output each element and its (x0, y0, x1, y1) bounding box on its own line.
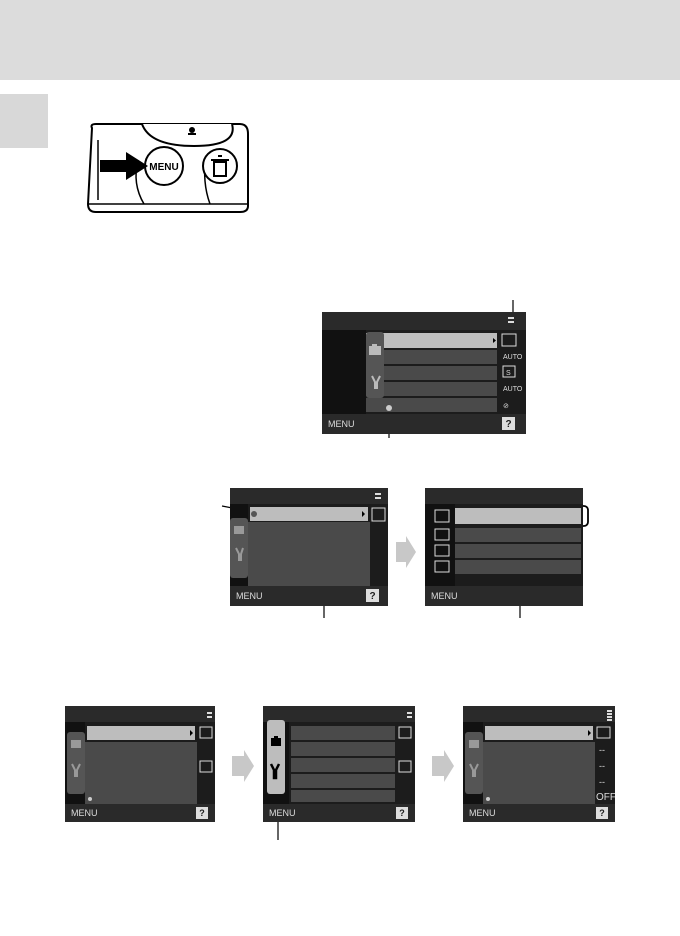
menu-control-label[interactable]: MENU (469, 808, 496, 818)
submenu-item-3[interactable] (455, 544, 581, 558)
svg-text:S: S (506, 370, 511, 377)
down-arrow-icon (486, 797, 490, 801)
wrench-icon[interactable] (235, 547, 244, 561)
pointer-arrow-icon (100, 152, 148, 180)
svg-text:AUTO: AUTO (503, 354, 523, 361)
page-header (0, 0, 680, 80)
submenu-screen: MENU (425, 488, 583, 606)
arrow-right-icon-1 (396, 536, 416, 568)
help-icon[interactable]: ? (399, 808, 405, 818)
menu-control-label[interactable]: MENU (328, 419, 355, 429)
camera-icon[interactable] (234, 526, 244, 534)
menu-screen-setup: -- -- -- OFF MENU ? (463, 706, 615, 822)
page-indicator-icon (508, 317, 514, 319)
down-arrow-icon (88, 797, 92, 801)
menu-control-label[interactable]: MENU (431, 591, 458, 601)
setup-value-4: -- (599, 777, 605, 787)
page-indicator-icon (375, 493, 381, 495)
menu-item-selected[interactable] (366, 333, 497, 348)
menu-item-3[interactable] (366, 366, 497, 380)
help-icon[interactable]: ? (199, 808, 205, 818)
manual-af-icon (434, 560, 450, 573)
submenu-item-2[interactable] (455, 528, 581, 542)
menu-list-icon (596, 726, 611, 739)
center-af-icon (434, 544, 450, 557)
vibration-reduction-off-icon: ⊘ (503, 403, 509, 410)
page-indicator-icon (607, 710, 612, 721)
page-indicator-icon (407, 712, 412, 714)
wrench-icon[interactable] (371, 375, 381, 389)
menu-control-label[interactable]: MENU (71, 808, 98, 818)
menu-item-selected[interactable] (485, 726, 593, 740)
trash-icon (211, 155, 229, 177)
submenu-item-4[interactable] (455, 560, 581, 574)
page-indicator-icon (207, 712, 212, 714)
menu-control-label[interactable]: MENU (236, 591, 263, 601)
arrow-right-icon-2 (232, 750, 254, 782)
camera-back-illustration: MENU (82, 120, 254, 216)
camera-icon[interactable] (369, 344, 381, 355)
menu-item-4[interactable] (366, 382, 497, 396)
menu-screen-main: AUTO S AUTO ⊘ MENU ? (322, 312, 526, 434)
auto-af-icon (434, 528, 450, 541)
camera-icon[interactable] (271, 736, 281, 746)
tab-shooting-selected[interactable] (267, 720, 285, 794)
wrench-icon (71, 763, 81, 777)
menu-item-5[interactable] (366, 398, 497, 412)
image-size-12m-icon (199, 726, 213, 739)
menu-screen-shooting: MENU ? (65, 706, 215, 822)
wrench-icon (469, 763, 479, 777)
arrow-right-icon-3 (432, 750, 454, 782)
setup-value-5: OFF (596, 792, 615, 803)
menu-item-2[interactable] (366, 350, 497, 364)
menu-item-selected[interactable] (250, 507, 368, 521)
menu-item-selected[interactable] (87, 726, 195, 740)
menu-screen-scrolled: MENU ? (230, 488, 388, 606)
menu-control-label[interactable]: MENU (269, 808, 296, 818)
setup-value-2: -- (599, 745, 605, 755)
submenu-item-selected[interactable] (455, 508, 581, 524)
down-arrow-icon (386, 405, 392, 411)
camera-icon (469, 740, 479, 748)
continuous-single-icon (502, 365, 516, 378)
menu-screen-tab-select: MENU ? (263, 706, 415, 822)
image-size-12m-icon (501, 333, 517, 347)
wrench-icon[interactable] (269, 763, 281, 780)
help-icon[interactable]: ? (369, 591, 375, 602)
help-icon[interactable]: ? (505, 419, 511, 430)
help-icon[interactable]: ? (599, 808, 605, 818)
menu-button-label[interactable]: MENU (149, 162, 178, 173)
face-priority-icon (371, 507, 386, 522)
macro-icon (188, 127, 196, 135)
up-arrow-icon (251, 511, 257, 517)
setup-value-3: -- (599, 761, 605, 771)
camera-icon (71, 740, 81, 748)
face-priority-icon (434, 509, 450, 523)
iso-auto-icon: AUTO (503, 386, 523, 393)
continuous-single-icon (199, 760, 213, 773)
chapter-tab (0, 94, 48, 148)
